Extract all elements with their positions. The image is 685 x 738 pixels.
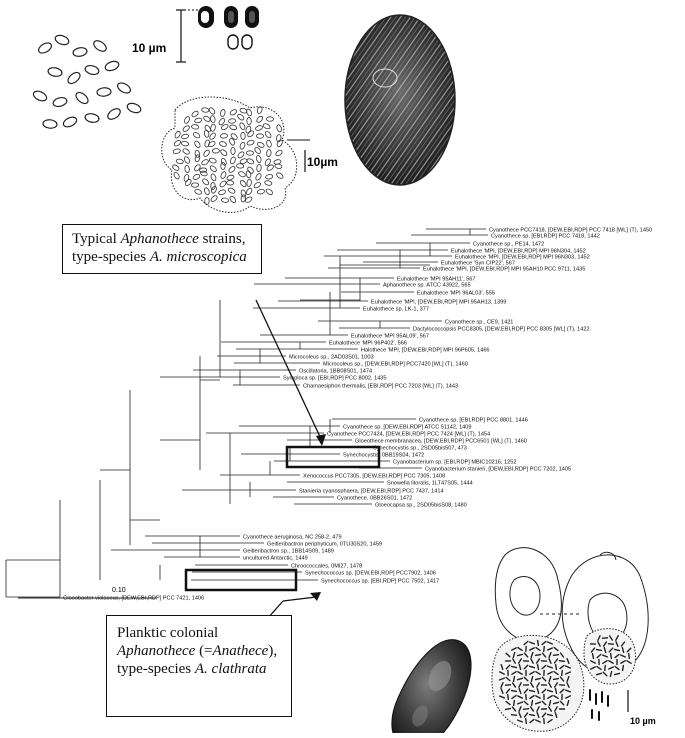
taxon-label: Gloeocapsa sp., 2SD05bisS08, 1480 (375, 503, 467, 509)
taxon-label: Euhalothece 'MPI 95AL09', 567 (351, 334, 429, 340)
taxon-label: Synechococcus sp. [DEW,EBI,RDP] PCC7902,… (305, 571, 436, 577)
taxon-label: Synechocystis, 0BB19S04, 1472 (343, 453, 424, 459)
callout-typical-line2-prefix: type-species (72, 249, 150, 265)
scale-label-colony: 10µm (307, 155, 338, 169)
taxon-label: Cyanothece sp., CE9, 1421 (445, 320, 513, 326)
taxon-label: Cyanothece sp., PE14, 1472 (473, 242, 544, 248)
callout-planktic-line3-prefix: type-species (117, 661, 195, 677)
callout-planktic-species: A. clathrata (195, 661, 267, 677)
taxon-label: Snowella litoralis, 1LT47S05, 1444 (387, 481, 473, 487)
taxon-label: Geitleribactron periphyticum, 0TU30S20, … (267, 542, 382, 548)
taxon-label: Euhalothece 'MPI 96P402', 566 (329, 341, 407, 347)
scattered-cells-drawing (32, 34, 142, 129)
taxon-label: Synechococcus sp. [EBI,RDP] PCC 7502, 14… (321, 579, 439, 585)
callout-planktic-line2-mid: (= (195, 643, 212, 659)
cell-colony-drawing (162, 97, 310, 212)
callout-typical-line1-prefix: Typical (72, 231, 121, 247)
planktic-colony-drawing (492, 629, 636, 732)
scale-label-bottom: 10 µm (630, 716, 656, 726)
taxon-label: Cyanothece sp. [DEW,EBI,RDP] ATCC 51142,… (343, 425, 472, 431)
taxon-label: Euhalothece 'MPI 96AL03', 555 (417, 291, 495, 297)
taxon-label: Gloeothece membranacea, [DEW,EBI,RDP] PC… (355, 439, 527, 445)
taxon-label: Cyanobacterium stanieri, [DEW,EBI,RDP] P… (425, 467, 571, 473)
taxon-label: Microcoleus sp., 2AD03S01, 1003 (289, 355, 374, 361)
taxon-label: Cyanothece aeruginosa, NC 258-2, 479 (243, 535, 342, 541)
taxon-label: Cyanobacterium sp. [EBI,RDP] MBIC10216, … (393, 460, 516, 466)
taxon-label: Xenococcus PCC7305, [DEW,EBI,RDP] PCC 73… (303, 474, 445, 480)
callout-typical-aphanothece: Typical Aphanothece strains, type-specie… (62, 224, 262, 274)
callout-planktic-aphanothece: Planktic colonial Aphanothece (=Anathece… (106, 615, 292, 717)
taxon-label: Euhalothece 'MPI, [DEW,EBI,RDP] MPI 95AH… (371, 300, 506, 306)
taxon-label: Stanieria cyanosphaera, [DEW,EBI,RDP] PC… (299, 489, 444, 495)
taxon-label: Cyanothece sp. [EBI,RDP] PCC 8801, 1446 (419, 418, 528, 424)
callout-planktic-genus: Aphanothece (117, 643, 195, 659)
taxon-label: Cyanothece PCC7424, [DEW,EBI,RDP] PCC 74… (327, 432, 490, 438)
taxon-label: Geitleribactron sp., 1BB14S09, 1489 (243, 549, 334, 555)
callout-planktic-genus-alt: Anathece (213, 643, 269, 659)
scale-label-top: 10 µm (132, 41, 166, 55)
taxon-label: uncultured Antarctic, 1449 (243, 556, 308, 562)
taxon-label: Chamaesiphon thermalis, [EBI,RDP] PCC 72… (303, 384, 458, 390)
dividing-cells-drawing (176, 6, 259, 62)
callout-typical-genus: Aphanothece (121, 231, 199, 247)
taxon-label: Oscillatoria, 1BB08S01, 1474 (299, 369, 372, 375)
taxon-label: Microcoleus sp., [DEW,EBI,RDP] PCC7420 [… (323, 362, 468, 368)
taxon-label: Dactylococcopsis PCC8305, [DEW,EBI,RDP] … (413, 327, 590, 333)
taxon-label: Euhalothece sp. LK-1, 377 (363, 307, 429, 313)
callout-planktic-line2-suffix: ), (268, 643, 277, 659)
taxon-label: Symploca sp. [EBI,RDP] PCC 8002, 1435 (283, 376, 387, 382)
rod-cell-micrograph (392, 640, 471, 733)
callout-typical-line1-suffix: strains, (199, 231, 246, 247)
taxon-label: Chroococcales, 0MI27, 1478 (291, 564, 362, 570)
taxon-label: Halothece 'MPI, [DEW,EBI,RDP] MPI 96P605… (361, 348, 490, 354)
taxon-label: Aphanothece sp. ATCC 43922, 565 (383, 283, 471, 289)
taxon-label: Synechocystis sp., 2SD05bis507, 473 (373, 446, 467, 452)
electron-micrograph-cell (345, 15, 455, 185)
callout-typical-species: A. microscopica (150, 249, 247, 265)
taxon-label: Cyanothece sp. [EBI,RDP] PCC 7418, 1442 (491, 234, 600, 240)
taxon-label: Euhalothece 'MPI, [DEW,EBI,RDP] MPI 95AH… (423, 267, 585, 273)
taxon-label: Cyanothece, 0BB26S01, 1472 (337, 496, 412, 502)
callout-planktic-line1: Planktic colonial (117, 624, 281, 642)
tree-scale-label: 0.10 (112, 587, 126, 594)
